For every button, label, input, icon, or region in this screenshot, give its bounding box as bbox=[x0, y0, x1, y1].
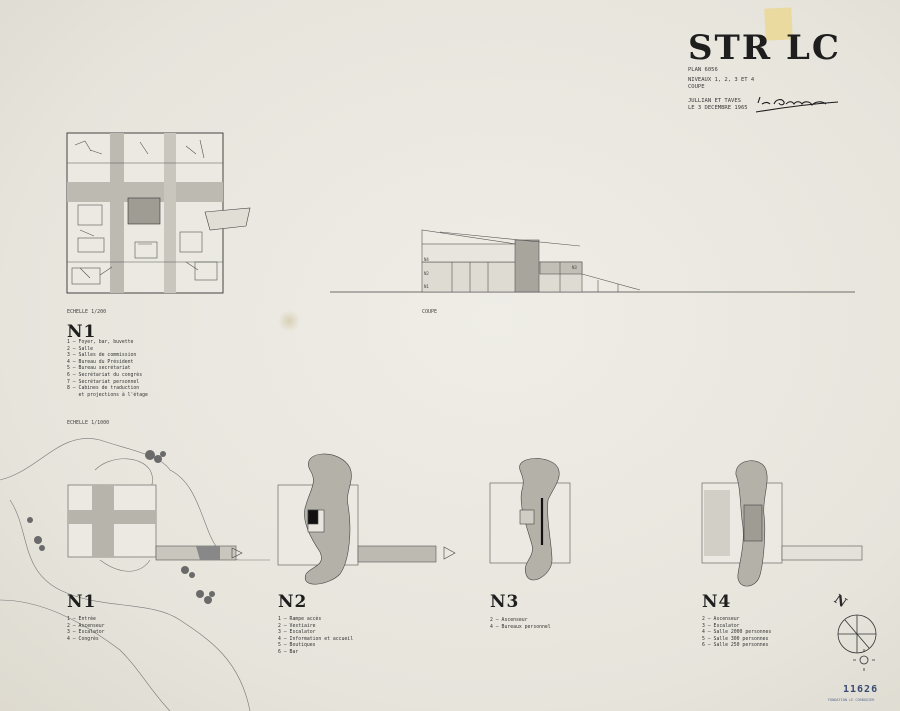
foundation-stamp: FONDATION LE CORBUSIER bbox=[828, 698, 875, 702]
legend-item: 4 – Bureaux personnel bbox=[490, 624, 551, 630]
legend-item: 2 – Vestiaire bbox=[278, 623, 316, 629]
legend-item: 2 – Ascenseur bbox=[490, 618, 528, 623]
legend-item: 3 – Escalator bbox=[278, 630, 316, 636]
legend-item: 5 – Salle 300 personnes bbox=[702, 636, 769, 642]
level-n2-label: N2 bbox=[278, 592, 308, 612]
legend-item: 5 – Boutiques bbox=[278, 643, 316, 649]
legend-item: 2 – Ascenseur bbox=[702, 617, 740, 622]
level-n3-label: N3 bbox=[490, 592, 520, 612]
archive-number: 11626 bbox=[843, 684, 879, 695]
section-level-n3: N3 bbox=[572, 265, 577, 270]
level-n2-legend: 1 – Rampe accès 2 – Vestiaire 3 – Escala… bbox=[278, 617, 353, 657]
section-level-n4: N4 bbox=[424, 257, 429, 262]
legend-item: 8 – Cabines de traduction bbox=[67, 386, 140, 392]
level-n2-plan bbox=[277, 453, 456, 585]
legend-item: 1 – Rampe accès bbox=[278, 617, 322, 622]
legend-item: 4 – Congrès bbox=[67, 636, 99, 642]
legend-item: 6 – Bar bbox=[278, 649, 299, 655]
legend-item: et projections à l'étage bbox=[67, 392, 148, 398]
plan-number: PLAN 6056 bbox=[688, 67, 718, 73]
top-floor-plan bbox=[66, 132, 251, 294]
legend-item: 3 – Salles de commission bbox=[67, 353, 137, 359]
section-level-n2: N2 bbox=[424, 271, 429, 276]
legend-item: 4 – Bureau du Président bbox=[67, 359, 134, 365]
legend-item: 5 – Bureau secrétariat bbox=[67, 366, 131, 372]
legend-item: 4 – Information et accueil bbox=[278, 636, 354, 642]
level-n3-plan bbox=[489, 458, 571, 581]
legend-item: 7 – Secrétariat personnel bbox=[67, 379, 140, 385]
scale-label-1-200: ECHELLE 1/200 bbox=[67, 309, 107, 315]
site-plan bbox=[0, 438, 270, 711]
top-plan-legend: 1 – Foyer, bar, buvette 2 – Salle 3 – Sa… bbox=[67, 340, 148, 399]
coupe-caption: COUPE bbox=[688, 84, 705, 90]
level-n3-legend: 2 – Ascenseur 4 – Bureaux personnel bbox=[490, 618, 551, 631]
section-level-n1: N1 bbox=[424, 284, 429, 289]
legend-item: 2 – Ascenseur bbox=[67, 623, 105, 629]
level-n4-legend: 2 – Ascenseur 3 – Escalator 4 – Salle 20… bbox=[702, 617, 771, 650]
legend-item: 2 – Salle bbox=[67, 346, 93, 352]
site-scale-label: ECHELLE 1/1000 bbox=[67, 420, 110, 426]
level-n4-plan bbox=[701, 460, 863, 587]
legend-item: 6 – Secrétariat du congrès bbox=[67, 372, 143, 378]
level-n1-label: N1 bbox=[67, 592, 97, 612]
level-n4-label: N4 bbox=[702, 592, 732, 612]
authors: JULLIAN ET TAVES bbox=[688, 98, 741, 104]
level-n1-legend: 1 – Entrée 2 – Ascenseur 3 – Escalator 4… bbox=[67, 617, 105, 643]
north-arrow bbox=[837, 614, 877, 671]
paper-stain bbox=[278, 310, 300, 332]
legend-item: 1 – Foyer, bar, buvette bbox=[67, 340, 134, 345]
date: LE 3 DECEMBRE 1965 bbox=[688, 105, 748, 111]
section-coupe bbox=[330, 229, 855, 293]
top-plan-level-label: N1 bbox=[67, 322, 97, 342]
levels-caption: NIVEAUX 1, 2, 3 ET 4 bbox=[688, 77, 755, 83]
legend-item: 6 – Salle 250 personnes bbox=[702, 643, 769, 649]
legend-item: 3 – Escalator bbox=[702, 623, 740, 629]
signature-mark bbox=[755, 96, 839, 113]
legend-item: 3 – Escalator bbox=[67, 630, 105, 636]
legend-item: 4 – Salle 2000 personnes bbox=[702, 630, 772, 636]
legend-item: 1 – Entrée bbox=[67, 617, 96, 622]
sheet-title: STR LC bbox=[688, 28, 841, 68]
section-label: COUPE bbox=[422, 309, 438, 315]
